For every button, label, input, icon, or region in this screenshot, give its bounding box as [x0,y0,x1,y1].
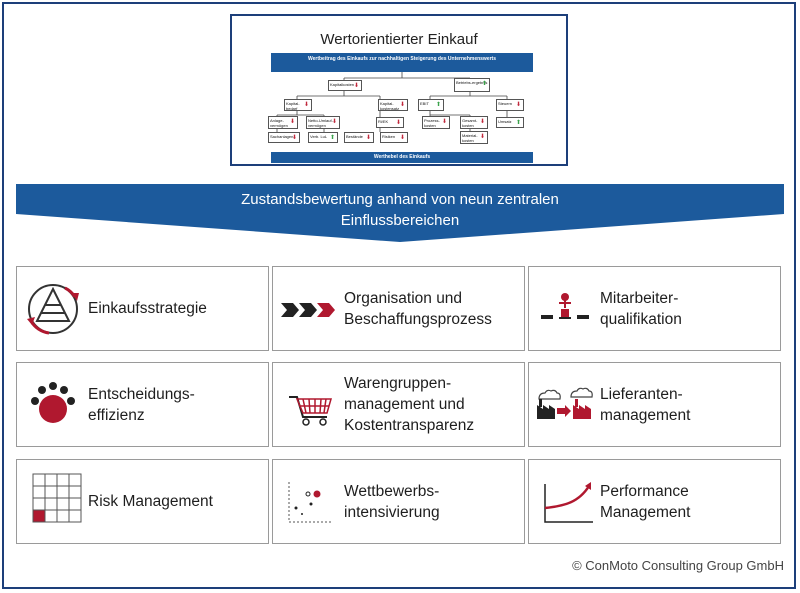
tree-title: Wertorientierter Einkauf [320,31,478,48]
node-betriebsergebnis: Betriebs-ergebnis⬆ [454,78,490,92]
area-card-mitarbeiter: Mitarbeiter- qualifikation [528,266,781,351]
area-label: Performance Management [600,482,691,521]
node-kapitalkosten: Kapitalkosten⬇ [328,80,362,91]
node-nettoumlaufvermoegen: Netto-Umlauf-vermögen⬇ [306,116,340,129]
tree-connectors [276,72,508,132]
node-prozesskosten: Prozess-kosten⬇ [422,116,450,129]
shopping-cart-icon [289,396,332,426]
node-kapitalkostensatz: Kapital-kostensatz⬇ [378,99,408,111]
risk-matrix-icon [32,473,82,523]
area-card-lieferanten: Lieferanten- management [528,362,781,447]
node-gesamtkosten: Gesamt-kosten⬇ [460,116,488,129]
area-card-risk: Risk Management [16,459,269,544]
node-verb-lul: Verb. LuL⬆ [308,132,338,143]
podium-person-icon [541,293,589,319]
node-rirek: Ri/EK⬇ [376,117,404,128]
area-card-warengruppen: Warengruppen- management und Kostentrans… [272,362,525,447]
process-chevrons-icon [281,303,335,317]
banner-line-2: Einflussbereichen [340,212,460,229]
area-label: Risk Management [88,493,213,510]
area-label: Organisation und Beschaffungsprozess [344,289,492,328]
decision-circle-icon [31,382,75,423]
area-label: Mitarbeiter- qualifikation [600,289,682,328]
node-risiken: Risiken⬇ [380,132,408,143]
area-label: Entscheidungs- effizienz [88,385,195,424]
area-card-organisation: Organisation und Beschaffungsprozess [272,266,525,351]
banner-text: Zustandsbewertung anhand von neun zentra… [16,189,784,231]
node-umsatz: Umsatz⬆ [496,117,524,128]
banner-arrow [16,184,784,242]
growth-curve-icon [544,482,593,523]
node-steuern: Steuern⬇ [496,99,524,111]
banner-line-1: Zustandsbewertung anhand von neun zentra… [241,191,559,208]
node-sachanlagen: Sachanlagen⬇ [268,132,300,143]
pyramid-cycle-icon [27,284,79,335]
factories-icon [537,387,593,419]
node-ebit: EBIT⬆ [418,99,444,111]
copyright: © ConMoto Consulting Group GmbH [572,558,784,573]
node-bestaende: Bestände⬇ [344,132,374,143]
node-kapitalbedarf: Kapital-bedarf⬇ [284,99,312,111]
node-materialkosten: Material-kosten⬇ [460,131,488,144]
tree-header: Wertbeitrag des Einkaufs zur nachhaltige… [271,53,533,72]
area-card-performance: Performance Management [528,459,781,544]
area-card-wettbewerb: Wettbewerbs- intensivierung [272,459,525,544]
area-label: Wettbewerbs- intensivierung [344,482,440,521]
area-card-entscheidung: Entscheidungs- effizienz [16,362,269,447]
tree-footer: Werthebel des Einkaufs [271,152,533,163]
area-label: Lieferanten- management [600,385,691,424]
area-label: Einkaufsstrategie [88,300,207,317]
area-label: Warengruppen- management und Kostentrans… [344,375,475,434]
scatter-plot-icon [288,482,333,523]
area-card-einkaufsstrategie: Einkaufsstrategie [16,266,269,351]
node-anlagevermoegen: Anlage-vermögen⬇ [268,116,298,129]
value-driver-tree: Wertorientierter Einkauf Wertbeitrag des… [230,14,568,166]
